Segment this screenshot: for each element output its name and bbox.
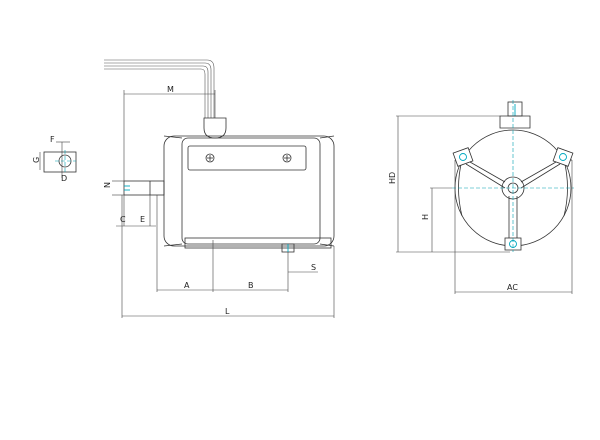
label-E: E <box>140 215 145 224</box>
terminal-boss <box>203 117 227 139</box>
label-N: N <box>103 182 112 188</box>
label-A: A <box>184 281 190 290</box>
label-S: S <box>311 263 316 272</box>
shaft <box>123 180 165 196</box>
label-D: D <box>61 174 67 183</box>
label-M: M <box>167 85 174 94</box>
label-H: H <box>421 214 430 220</box>
motor-frame <box>163 135 335 247</box>
motor-front-view <box>452 100 574 252</box>
label-AC: AC <box>507 283 518 292</box>
label-B: B <box>248 281 254 290</box>
shaft-key-section-detail: F G D <box>32 135 77 183</box>
label-G: G <box>32 157 41 163</box>
side-view-dimensions: M N C E A B S L <box>103 85 335 318</box>
mount-boss-right <box>552 147 574 167</box>
label-L: L <box>225 307 230 316</box>
mount-boss-left <box>452 147 474 167</box>
label-C: C <box>120 215 126 224</box>
label-HD: HD <box>388 172 397 184</box>
mounting-foot <box>184 237 332 249</box>
label-F: F <box>50 135 55 144</box>
nameplate <box>187 145 307 171</box>
motor-side-view <box>104 59 335 253</box>
lead-wires <box>104 59 215 118</box>
front-view-dimensions: HD H AC <box>388 115 573 294</box>
